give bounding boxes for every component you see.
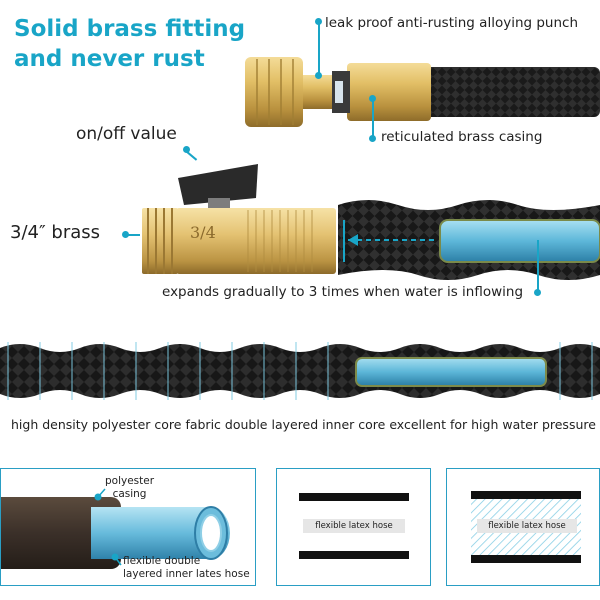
- latex-panel-2: flexible latex hose: [446, 468, 600, 586]
- headline-line-2: and never rust: [14, 45, 205, 72]
- callout-leak-proof: leak proof anti-rusting alloying punch: [325, 15, 579, 31]
- top-fitting-illustration: [245, 57, 600, 127]
- strip-inner-tube: [355, 357, 547, 387]
- cross-section-panel: polyester casing flexible double layered…: [0, 468, 256, 586]
- cross-section-illustration: [1, 488, 230, 569]
- latex-label-2: flexible latex hose: [477, 519, 577, 533]
- top-hose-body: [423, 67, 600, 117]
- latex-panel-1: flexible latex hose: [276, 468, 431, 586]
- valve-fitting-illustration: [142, 164, 600, 280]
- top-brass-casing: [347, 63, 431, 121]
- callout-reticulated-casing: reticulated brass casing: [381, 129, 543, 145]
- latex-label-1: flexible latex hose: [303, 519, 405, 533]
- headline: Solid brass fitting and never rust: [14, 15, 245, 75]
- top-brass-nut: [245, 57, 303, 127]
- callout-expands: expands gradually to 3 times when water …: [162, 284, 524, 300]
- headline-line-1: Solid brass fitting: [14, 16, 246, 42]
- valve-handle: [178, 164, 258, 205]
- fitting-size-mark: 3/4: [190, 223, 216, 242]
- callout-brass-size: 3/4″ brass: [10, 222, 101, 243]
- expanded-hose-strip: [0, 342, 600, 400]
- label-polyester-casing: polyester casing: [105, 475, 155, 500]
- callout-high-density: high density polyester core fabric doubl…: [11, 417, 596, 432]
- callout-on-off: on/off value: [76, 124, 177, 144]
- label-inner-hose: flexible double layered inner lates hose: [123, 555, 250, 580]
- inner-blue-tube: [439, 219, 600, 263]
